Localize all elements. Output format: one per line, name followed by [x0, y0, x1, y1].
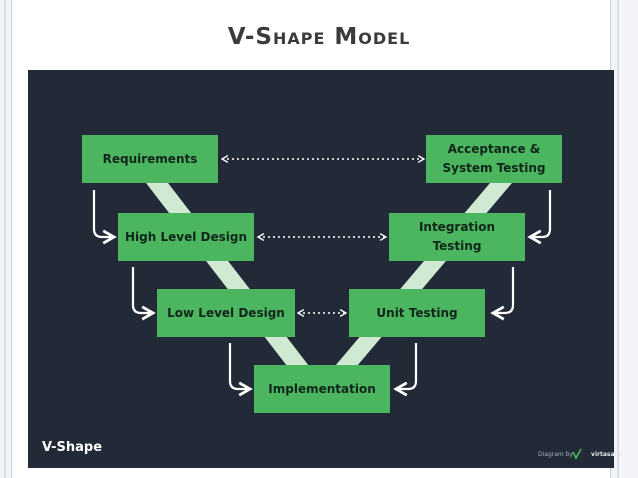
footer-label: V-Shape	[42, 440, 103, 455]
v-band-left	[146, 183, 309, 366]
credit-prefix: Diagram by	[538, 451, 574, 458]
slide-title: V-Shape Model	[227, 24, 411, 50]
flow-arrow-unit-to-impl	[393, 343, 418, 397]
phase-integration-line-1: Integration	[418, 220, 496, 234]
v-check-logo-icon	[572, 448, 582, 460]
phase-integration-line-2: Testing	[432, 239, 482, 253]
flow-arrow-lld-to-impl	[228, 343, 253, 397]
v-band-right	[335, 183, 512, 366]
flow-arrow-hld-to-lld	[131, 267, 156, 321]
phase-low-level-design: Low Level Design	[157, 289, 295, 337]
slide-frame-left	[0, 0, 12, 478]
phase-requirements: Requirements	[82, 135, 218, 183]
credit-brand: virtasant	[591, 451, 622, 458]
phase-implementation: Implementation	[254, 365, 390, 413]
phase-acceptance-line-1: Acceptance &	[447, 142, 541, 156]
phase-acceptance-system-testing: Acceptance & System Testing	[426, 135, 562, 183]
v-band	[146, 183, 512, 366]
phase-integration-testing: Integration Testing	[389, 213, 525, 261]
phase-unit-testing: Unit Testing	[349, 289, 485, 337]
diagram-credit: Diagram by virtasant	[538, 451, 622, 458]
flow-arrow-integration-to-unit	[490, 267, 515, 321]
phase-high-level-design: High Level Design	[118, 213, 254, 261]
flow-arrow-req-to-hld	[92, 190, 117, 245]
phase-acceptance-line-2: System Testing	[442, 161, 546, 175]
flow-arrow-acceptance-to-integration	[527, 190, 552, 245]
